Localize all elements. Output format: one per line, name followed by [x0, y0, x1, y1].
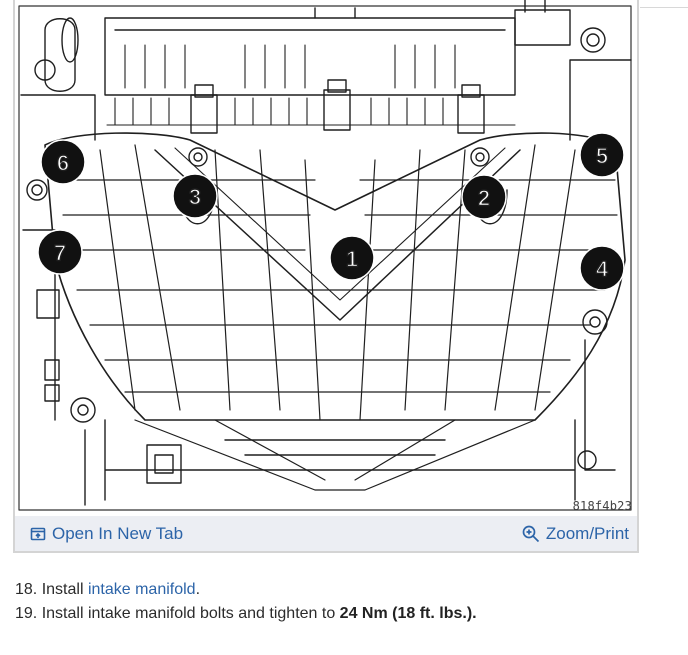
figure-code: 818f4b23: [572, 499, 632, 513]
svg-text:7: 7: [54, 241, 66, 266]
figure-container: 6 3 1 2 5 7 4 818f4b23: [13, 0, 639, 553]
top-edge-divider: [640, 0, 688, 8]
zoom-print-label: Zoom/Print: [545, 524, 629, 543]
callout-6: 6: [40, 139, 86, 185]
callout-1: 1: [329, 235, 375, 281]
figure-toolbar: Open In New Tab Zoom/Print: [15, 516, 637, 551]
step-text: Install intake manifold bolts and tighte…: [41, 605, 340, 622]
intake-manifold-link[interactable]: intake manifold: [87, 581, 196, 598]
open-in-new-tab-label: Open In New Tab: [52, 524, 184, 543]
step-number: 18.: [15, 581, 38, 598]
callout-7: 7: [37, 229, 83, 275]
procedure-steps: 18. Install intake manifold. 19. Install…: [15, 578, 477, 626]
open-in-new-tab-link[interactable]: Open In New Tab: [30, 524, 183, 544]
svg-text:1: 1: [346, 247, 358, 272]
step-number: 19.: [15, 605, 38, 622]
zoom-print-link[interactable]: Zoom/Print: [522, 524, 629, 544]
manifold-line-drawing: 6 3 1 2 5 7 4: [18, 0, 632, 511]
svg-text:6: 6: [57, 151, 69, 176]
intake-manifold-diagram[interactable]: 6 3 1 2 5 7 4 818f4b23: [15, 0, 637, 516]
svg-text:4: 4: [596, 257, 609, 282]
svg-text:2: 2: [478, 186, 490, 211]
zoom-in-icon: [522, 525, 540, 543]
callout-3: 3: [172, 173, 218, 219]
step-18: 18. Install intake manifold.: [15, 578, 477, 602]
torque-spec: 24 Nm (18 ft. lbs.).: [339, 605, 477, 622]
step-19: 19. Install intake manifold bolts and ti…: [15, 602, 477, 626]
svg-text:5: 5: [596, 144, 608, 169]
svg-text:3: 3: [189, 185, 201, 210]
step-suffix: .: [195, 581, 201, 598]
callout-2: 2: [461, 174, 507, 220]
callout-5: 5: [579, 132, 625, 178]
open-in-new-tab-icon: [30, 526, 46, 542]
callout-4: 4: [579, 245, 625, 291]
step-text: Install: [41, 581, 88, 598]
